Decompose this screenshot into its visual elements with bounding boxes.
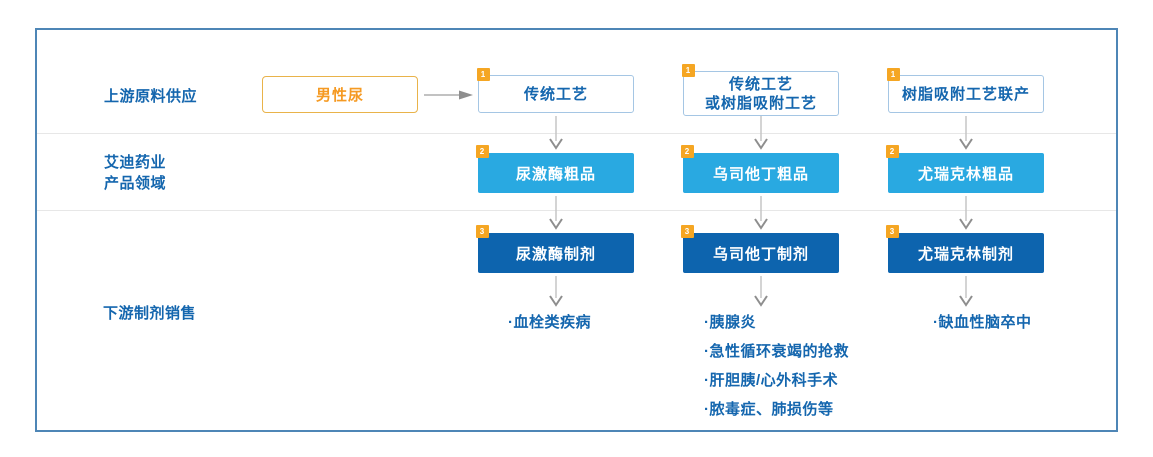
step-badge: 3 bbox=[681, 225, 694, 238]
arrow-down-icon bbox=[754, 116, 768, 150]
step-badge: 2 bbox=[681, 145, 694, 158]
source-box: 男性尿 bbox=[262, 76, 418, 113]
step-badge: 1 bbox=[682, 64, 695, 77]
arrow-down-icon bbox=[754, 196, 768, 230]
indication-item: ·血栓类疾病 bbox=[508, 314, 591, 331]
formulation-box-col2: 3 乌司他丁制剂 bbox=[681, 225, 839, 273]
arrow-right-icon bbox=[424, 90, 473, 100]
indication-item: ·脓毒症、肺损伤等 bbox=[704, 401, 834, 418]
process-box-col2: 1 传统工艺 或树脂吸附工艺 bbox=[682, 64, 839, 116]
section-label-downstream: 下游制剂销售 bbox=[103, 305, 197, 322]
process-box-col1: 1 传统工艺 bbox=[477, 68, 634, 113]
section-divider-1 bbox=[37, 133, 1116, 134]
indication-list-col1: ·血栓类疾病 bbox=[508, 308, 591, 337]
arrow-down-icon bbox=[549, 116, 563, 150]
indication-item: ·胰腺炎 bbox=[704, 314, 756, 331]
step-badge: 1 bbox=[477, 68, 490, 81]
arrow-down-icon bbox=[959, 116, 973, 150]
arrow-down-icon bbox=[549, 196, 563, 230]
formulation-box-col3-label: 尤瑞克林制剂 bbox=[917, 245, 1014, 263]
process-box-col3: 1 树脂吸附工艺联产 bbox=[887, 68, 1044, 113]
indication-item: ·缺血性脑卒中 bbox=[933, 314, 1032, 331]
step-badge: 2 bbox=[886, 145, 899, 158]
formulation-box-col1: 3 尿激酶制剂 bbox=[476, 225, 634, 273]
formulation-box-col1-label: 尿激酶制剂 bbox=[515, 245, 596, 263]
indication-item: ·肝胆胰/心外科手术 bbox=[704, 372, 839, 389]
section-divider-2 bbox=[37, 210, 1116, 211]
step-badge: 2 bbox=[476, 145, 489, 158]
step-badge: 3 bbox=[476, 225, 489, 238]
section-label-upstream: 上游原料供应 bbox=[104, 88, 198, 105]
crude-box-col2: 2 乌司他丁粗品 bbox=[681, 145, 839, 193]
formulation-box-col3: 3 尤瑞克林制剂 bbox=[886, 225, 1044, 273]
indication-item: ·急性循环衰竭的抢救 bbox=[704, 343, 849, 360]
step-badge: 1 bbox=[887, 68, 900, 81]
formulation-box-col2-label: 乌司他丁制剂 bbox=[712, 245, 809, 263]
arrow-down-icon bbox=[549, 276, 563, 307]
arrow-down-icon bbox=[959, 196, 973, 230]
indication-list-col3: ·缺血性脑卒中 bbox=[933, 308, 1032, 337]
indication-list-col2: ·胰腺炎 ·急性循环衰竭的抢救 ·肝胆胰/心外科手术 ·脓毒症、肺损伤等 bbox=[704, 308, 849, 424]
source-box-label: 男性尿 bbox=[315, 87, 364, 104]
crude-box-col1: 2 尿激酶粗品 bbox=[476, 145, 634, 193]
process-box-col2-label: 传统工艺 或树脂吸附工艺 bbox=[704, 75, 817, 112]
crude-box-col1-label: 尿激酶粗品 bbox=[515, 165, 596, 183]
process-box-col1-label: 传统工艺 bbox=[523, 85, 588, 103]
crude-box-col3: 2 尤瑞克林粗品 bbox=[886, 145, 1044, 193]
process-box-col3-label: 树脂吸附工艺联产 bbox=[901, 85, 1030, 103]
arrow-down-icon bbox=[754, 276, 768, 307]
crude-box-col2-label: 乌司他丁粗品 bbox=[712, 165, 809, 183]
section-label-company: 艾迪药业 产品领域 bbox=[104, 154, 167, 192]
crude-box-col3-label: 尤瑞克林粗品 bbox=[917, 165, 1014, 183]
step-badge: 3 bbox=[886, 225, 899, 238]
arrow-down-icon bbox=[959, 276, 973, 307]
